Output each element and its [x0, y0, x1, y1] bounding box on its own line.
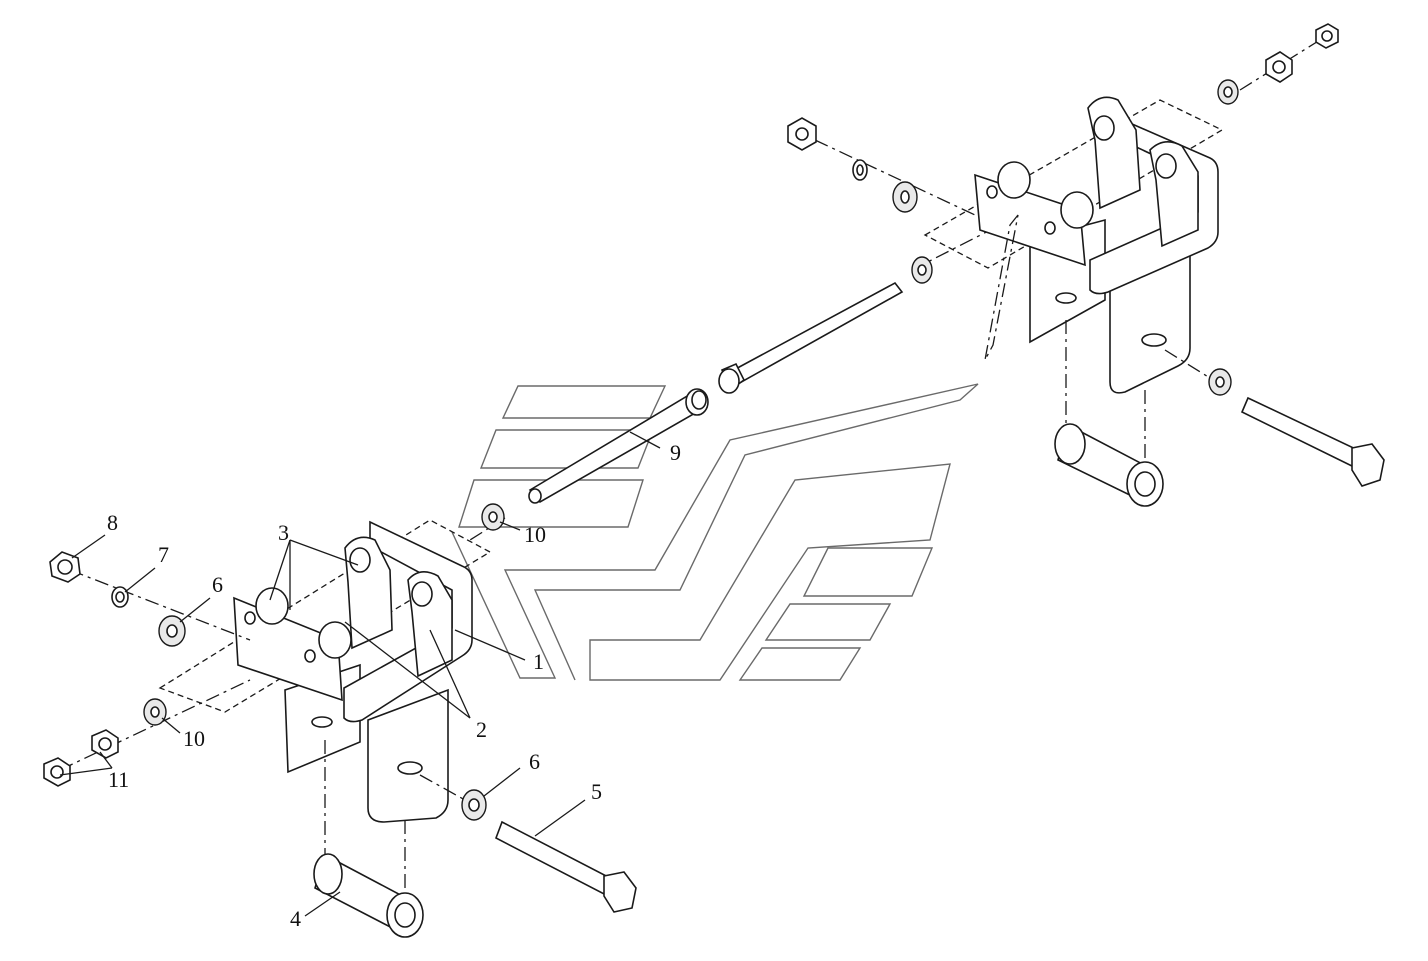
- label-part-4: 4: [290, 906, 301, 931]
- label-part-8: 8: [107, 510, 118, 535]
- right-hardware-chain: [787, 23, 1339, 216]
- leader-lines: [59, 431, 661, 917]
- label-part-11: 11: [108, 767, 129, 792]
- bolt-left-part-5: [419, 774, 637, 913]
- label-part-5: 5: [591, 779, 602, 804]
- part-labels: 1 2 3 4 5 6 6 7 8 9 10 10 11: [107, 440, 681, 931]
- washer-part-10-mid: [481, 503, 505, 531]
- background-logo-watermark: [451, 383, 979, 681]
- label-part-1: 1: [533, 649, 544, 674]
- left-hardware-chain-bottom: [43, 679, 251, 787]
- label-part-7: 7: [158, 542, 169, 567]
- left-hardware-chain-top: [49, 551, 251, 647]
- bracket-assembly-left-part-1: [158, 519, 492, 890]
- label-part-2: 2: [476, 717, 487, 742]
- long-rod-part-9: [469, 219, 1011, 541]
- bracket-assembly-right: [923, 96, 1224, 460]
- washer-part-10-upper: [911, 256, 933, 284]
- label-part-6-lower: 6: [529, 749, 540, 774]
- label-part-3: 3: [278, 520, 289, 545]
- label-part-10-lower: 10: [183, 726, 205, 751]
- label-part-6-upper: 6: [212, 572, 223, 597]
- bushing-left-part-4: [313, 853, 424, 938]
- bushing-right: [1054, 423, 1164, 507]
- label-part-9: 9: [670, 440, 681, 465]
- bolt-right: [1164, 349, 1385, 487]
- label-part-10-upper: 10: [524, 522, 546, 547]
